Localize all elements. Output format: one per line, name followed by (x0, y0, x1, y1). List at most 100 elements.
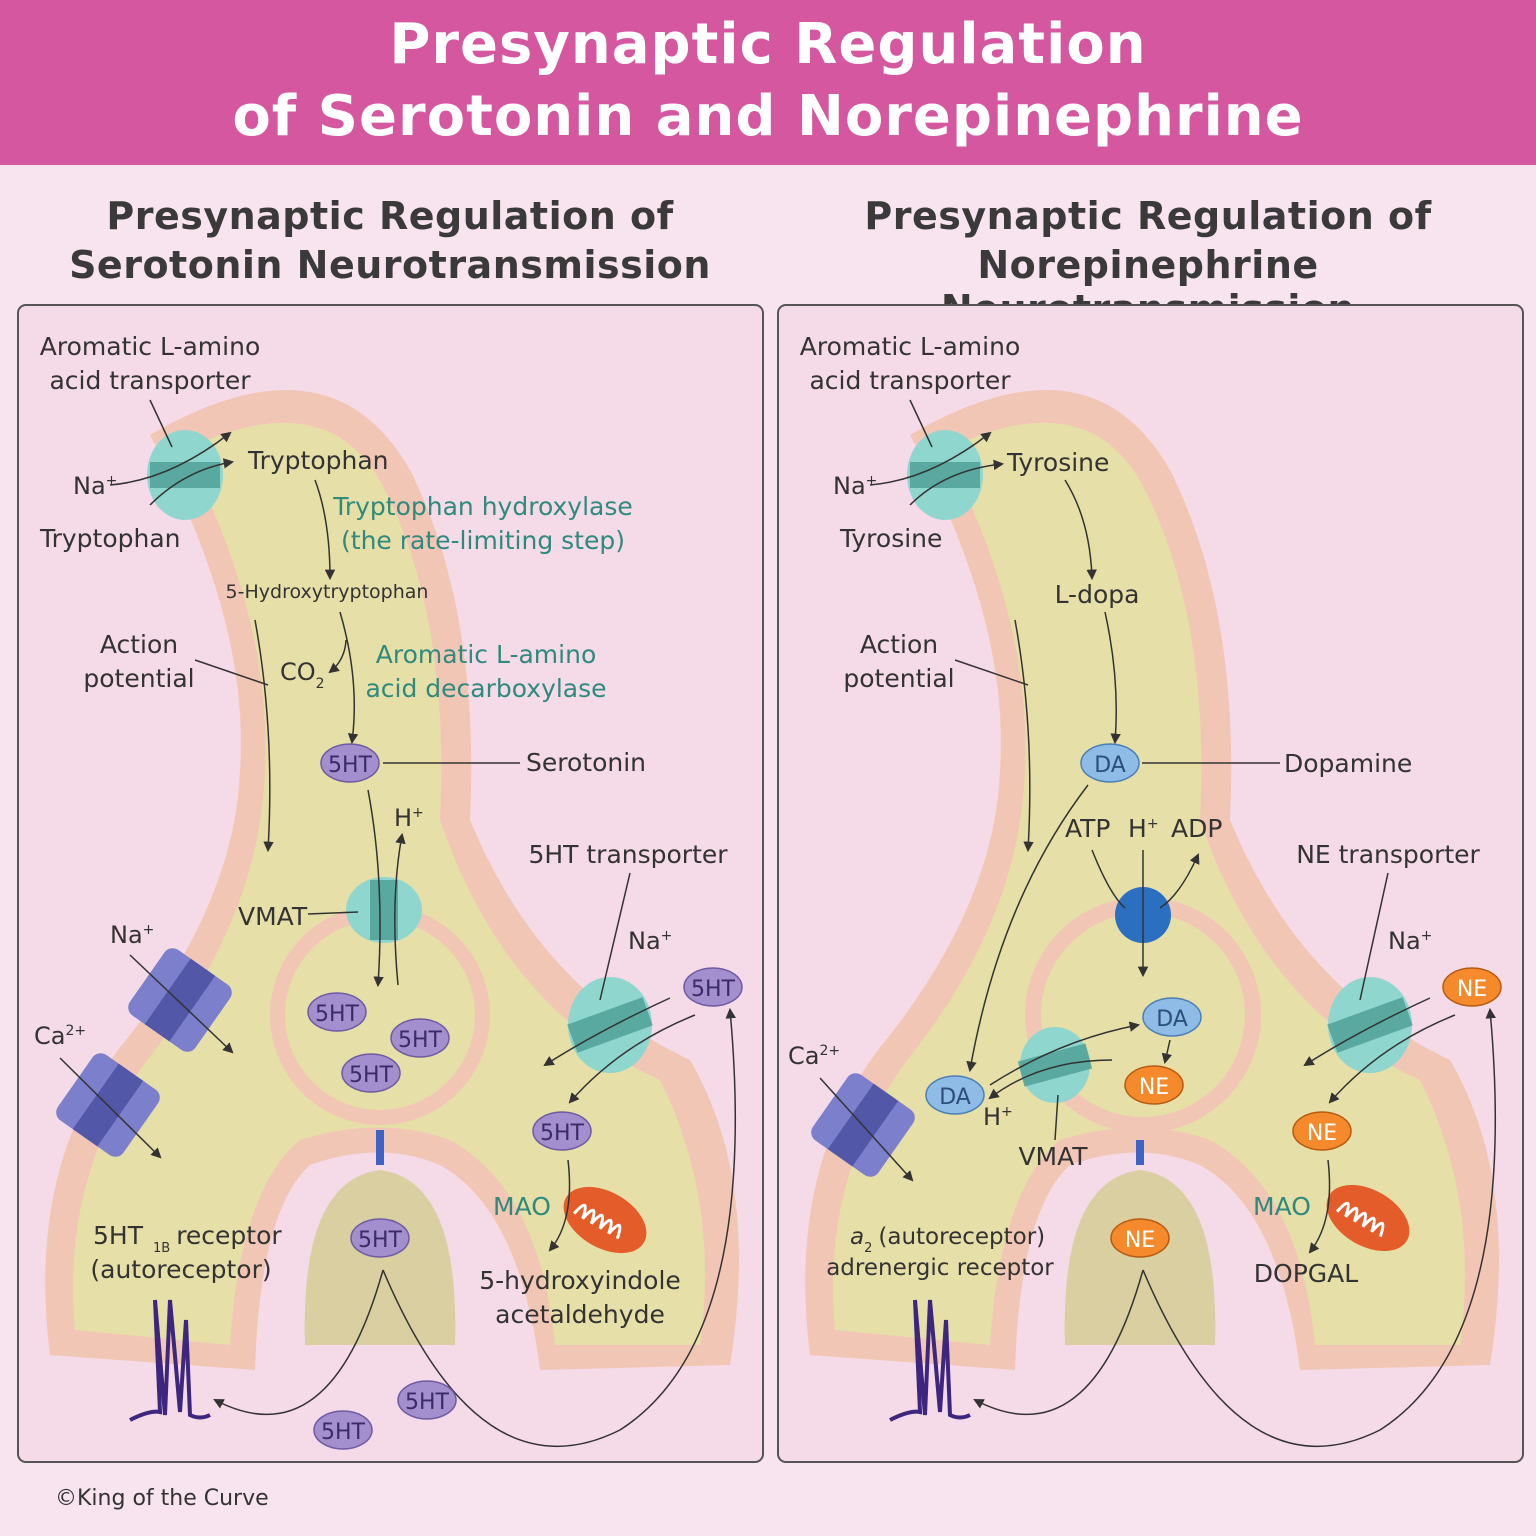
title-banner: Presynaptic Regulation of Serotonin and … (0, 0, 1536, 165)
ca-channel-label: Ca2+ (34, 1022, 86, 1050)
ldopa-to-da-arrow (1104, 611, 1121, 745)
reuptake-loop-arrow-right (1142, 1007, 1497, 1447)
copyright-notice: ©King of the Curve (55, 1486, 269, 1511)
transporter-leader-right (909, 399, 933, 448)
synaptic-serotonin-1: 5HT (397, 1380, 457, 1420)
title-line-1: Presynaptic Regulation (389, 12, 1147, 77)
mitochondrion-icon-right (1326, 1184, 1410, 1252)
na-transporter-label-right: Na+ (1388, 927, 1432, 955)
svg-text:5HT: 5HT (358, 1228, 403, 1253)
alpha2-autoreceptor-icon (889, 1299, 971, 1422)
tryptophan-uptake-arrow (149, 458, 235, 506)
decarboxylase-label-2: acid decarboxylase (365, 674, 606, 703)
vesicle-norepinephrine: NE (1124, 1065, 1184, 1105)
svg-text:NE: NE (1139, 1075, 1169, 1100)
tyrosine-inside-label: Tyrosine (1006, 448, 1109, 477)
5ht-reuptake-arrow (568, 1014, 696, 1104)
sodium-influx-arrow (129, 954, 234, 1054)
action-potential-label-1: Action (100, 630, 178, 659)
5ht-transporter-label: 5HT transporter (528, 840, 728, 869)
na-uptake-arrow (109, 431, 232, 486)
cleft-norepinephrine: NE (1442, 967, 1502, 1007)
tryptophan-hydroxylase-label-1: Tryptophan hydroxylase (332, 492, 633, 521)
left-panel: 5HT 5HT 5HT 5HT 5HT 5HT 5HT 5HT 5HT Arom… (17, 304, 764, 1463)
aa-transporter-label-1: Aromatic L-amino (40, 332, 261, 361)
svg-text:DA: DA (1156, 1007, 1188, 1032)
cytosolic-dopamine: DA (925, 1075, 985, 1115)
vmat-label: VMAT (238, 902, 308, 931)
na-cotransport-arrow (543, 997, 671, 1067)
svg-text:NE: NE (1307, 1121, 1337, 1146)
svg-text:DA: DA (1094, 753, 1126, 778)
na-cotransport-arrow-right (1303, 997, 1431, 1067)
autoreceptor-feedback-arrow-right (973, 1269, 1144, 1416)
ne-reuptake-arrow (1328, 1014, 1456, 1104)
h-plus-label-right: H+ (1128, 814, 1159, 843)
5ht-transporter-leader (599, 872, 631, 1001)
svg-text:NE: NE (1125, 1228, 1155, 1253)
decarboxylase-arrow (339, 611, 359, 745)
ne-transporter-leader (1359, 872, 1389, 1001)
action-leader (194, 659, 269, 686)
released-norepinephrine: NE (1110, 1218, 1170, 1258)
reuptaken-serotonin: 5HT (532, 1111, 592, 1151)
5-hydroxytryptophan-label: 5-Hydroxytryptophan (226, 581, 429, 603)
na-transporter-label: Na+ (628, 927, 672, 955)
atp-label: ATP (1065, 814, 1111, 843)
svg-text:5HT: 5HT (405, 1390, 450, 1415)
aa-transporter-label-2: acid transporter (49, 366, 251, 395)
ca-channel-label-right: Ca2+ (788, 1042, 840, 1070)
atp-arrow (1091, 849, 1126, 909)
action-potential-arrow (254, 619, 274, 853)
title-line-2: of Serotonin and Norepinephrine (232, 84, 1304, 149)
released-serotonin: 5HT (350, 1218, 410, 1258)
vesicle-serotonin-3: 5HT (341, 1053, 401, 1093)
ne-transporter-label: NE transporter (1296, 840, 1480, 869)
da-to-ne-arrow (1161, 1039, 1172, 1065)
alpha2-label-1: a2(autoreceptor) (850, 1224, 1045, 1256)
vmat-band-right (1017, 1043, 1093, 1087)
l-dopa-label: L-dopa (1055, 580, 1140, 609)
synaptic-serotonin-2: 5HT (313, 1410, 373, 1450)
reuptaken-norepinephrine: NE (1292, 1111, 1352, 1151)
h-plus-label: H+ (394, 804, 424, 832)
svg-text:5HT: 5HT (315, 1002, 360, 1027)
transporter-band-right (910, 462, 980, 488)
h-plus-vmat-label: H+ (983, 1103, 1013, 1131)
action-potential-arrow-right (1014, 619, 1034, 853)
calcium-influx-arrow (59, 1057, 162, 1159)
tryptophan-inside-label: Tryptophan (247, 446, 389, 475)
vmat-leader (307, 911, 359, 915)
proton-efflux-arrow (394, 832, 406, 986)
svg-text:NE: NE (1457, 977, 1487, 1002)
tryptophan-outside-label: Tryptophan (39, 524, 181, 553)
dopamine-label: Dopamine (1284, 749, 1412, 778)
svg-text:5HT: 5HT (328, 753, 373, 778)
action-leader-right (954, 659, 1029, 686)
svg-text:5HT: 5HT (398, 1028, 443, 1053)
sodium-channel-icon (128, 948, 232, 1052)
dopamine-molecule: DA (1080, 743, 1140, 783)
vesicle-serotonin-2: 5HT (390, 1018, 450, 1058)
cleft-serotonin: 5HT (683, 967, 743, 1007)
serotonin-label: Serotonin (526, 748, 646, 777)
svg-text:5HT: 5HT (349, 1063, 394, 1088)
na-channel-label: Na+ (110, 921, 154, 949)
decarboxylase-label-1: Aromatic L-amino (376, 640, 597, 669)
da-diffusion-arrow (966, 784, 1089, 1073)
svg-text:5HT: 5HT (691, 977, 736, 1002)
alpha2-label-2: adrenergic receptor (826, 1255, 1054, 1281)
vmat-label-right: VMAT (1018, 1142, 1088, 1171)
autoreceptor-label-2: (autoreceptor) (90, 1255, 271, 1284)
transporter-band (150, 462, 220, 488)
co2-arrow (328, 639, 347, 674)
calcium-influx-arrow-right (819, 1077, 914, 1182)
mao-label: MAO (493, 1192, 551, 1221)
mao-label-right: MAO (1253, 1192, 1311, 1221)
left-panel-title-1: Presynaptic Regulation of (106, 194, 674, 238)
action-potential-label-1-right: Action (860, 630, 938, 659)
na-uptake-arrow-right (869, 431, 992, 486)
serotonin-molecule: 5HT (320, 743, 380, 783)
